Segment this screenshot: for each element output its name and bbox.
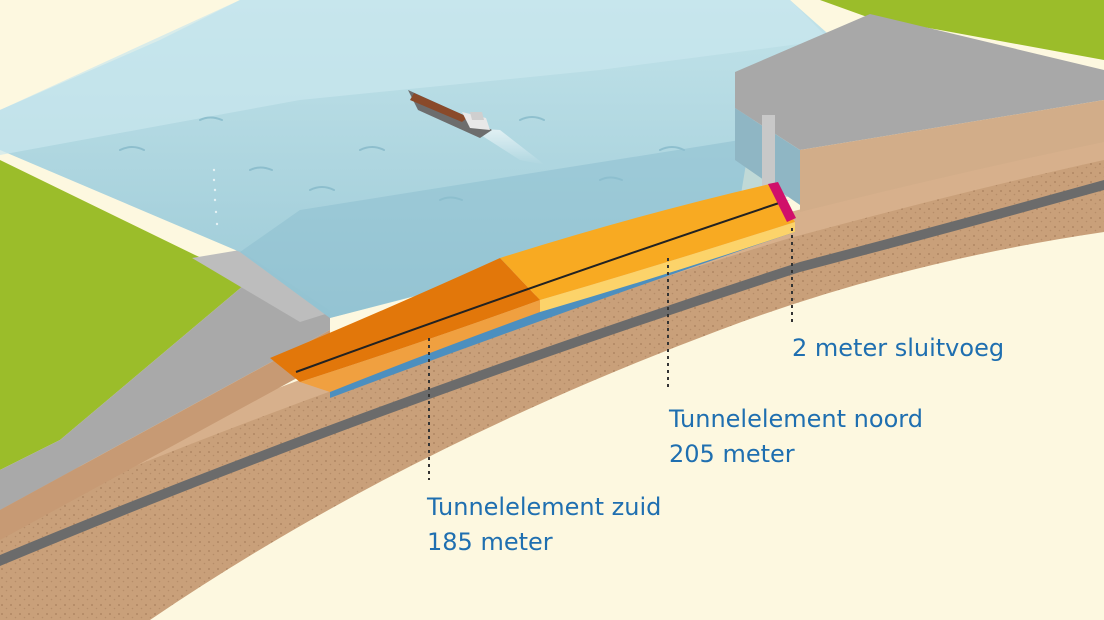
label-sluitvoeg-text: 2 meter sluitvoeg (792, 334, 1005, 362)
sluitvoeg-joint (768, 182, 796, 222)
air-bubbles (212, 168, 219, 226)
soil-upper-band (0, 140, 1104, 522)
soil-stripe (0, 180, 1104, 566)
quay-left (0, 252, 330, 510)
tunnel-centerline (295, 201, 783, 373)
soil-layer (0, 158, 1104, 620)
label-zuid-title: Tunnelelement zuid (427, 493, 662, 521)
label-noord-title: Tunnelelement noord (669, 405, 923, 433)
label-tunnelelement-noord: Tunnelelement noord 205 meter (669, 402, 923, 472)
tunnel-element-zuid-side (300, 300, 540, 392)
tunnel-element-noord (500, 184, 795, 300)
soil-right-bank (800, 100, 1104, 212)
grass-left (0, 160, 250, 470)
grass-right (820, 0, 1104, 60)
leader-lines (428, 228, 793, 480)
ship-icon (408, 90, 545, 165)
trench-water (240, 140, 790, 318)
soil-left-slope (0, 330, 330, 540)
quay-left-top (192, 250, 332, 322)
label-sluitvoeg: 2 meter sluitvoeg (792, 331, 1004, 366)
quay-right-pillar (762, 115, 775, 200)
water-surface (0, 0, 830, 155)
label-zuid-length: 185 meter (427, 528, 553, 556)
quay-right-top (735, 14, 1104, 150)
label-tunnelelement-zuid: Tunnelelement zuid 185 meter (427, 490, 661, 560)
tunnel-element-zuid (270, 258, 540, 382)
label-noord-length: 205 meter (669, 440, 795, 468)
